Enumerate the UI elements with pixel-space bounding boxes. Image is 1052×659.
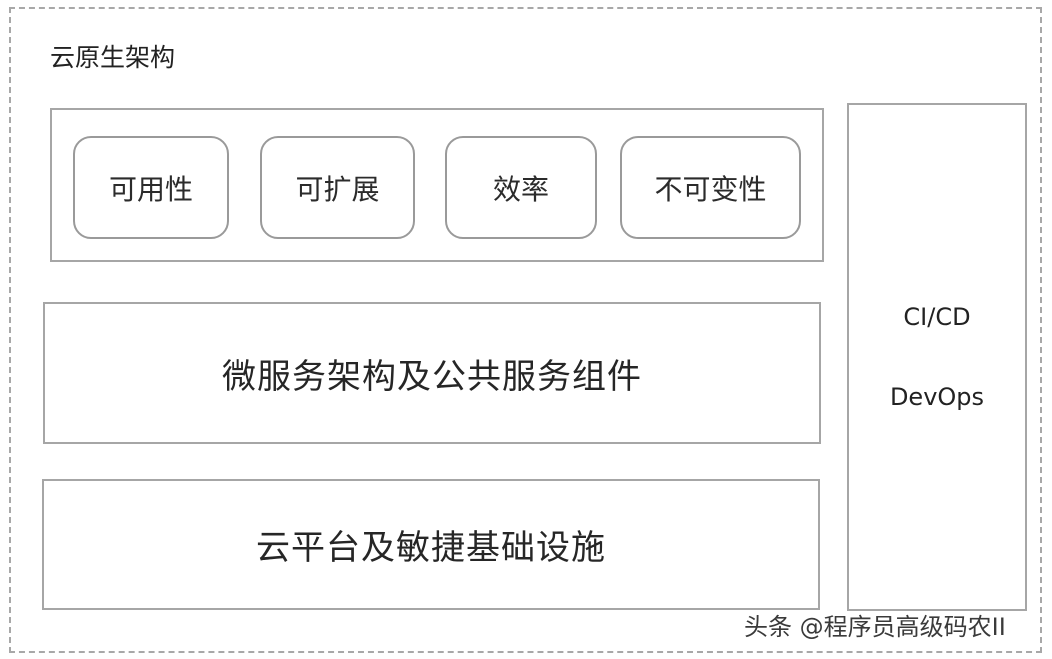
cicd-label: CI/CD	[903, 303, 971, 331]
diagram-outer-frame	[9, 7, 1042, 653]
source-watermark: 头条 @程序员高级码农II	[744, 613, 1006, 641]
quality-efficiency: 效率	[445, 136, 597, 239]
cicd-devops-panel	[847, 103, 1027, 611]
diagram-title: 云原生架构	[50, 43, 176, 72]
platform-layer: 云平台及敏捷基础设施	[42, 479, 820, 610]
devops-label: DevOps	[889, 383, 985, 411]
quality-scalability: 可扩展	[260, 136, 415, 239]
quality-immutability: 不可变性	[620, 136, 801, 239]
microservice-layer: 微服务架构及公共服务组件	[43, 302, 821, 444]
quality-availability: 可用性	[73, 136, 229, 239]
